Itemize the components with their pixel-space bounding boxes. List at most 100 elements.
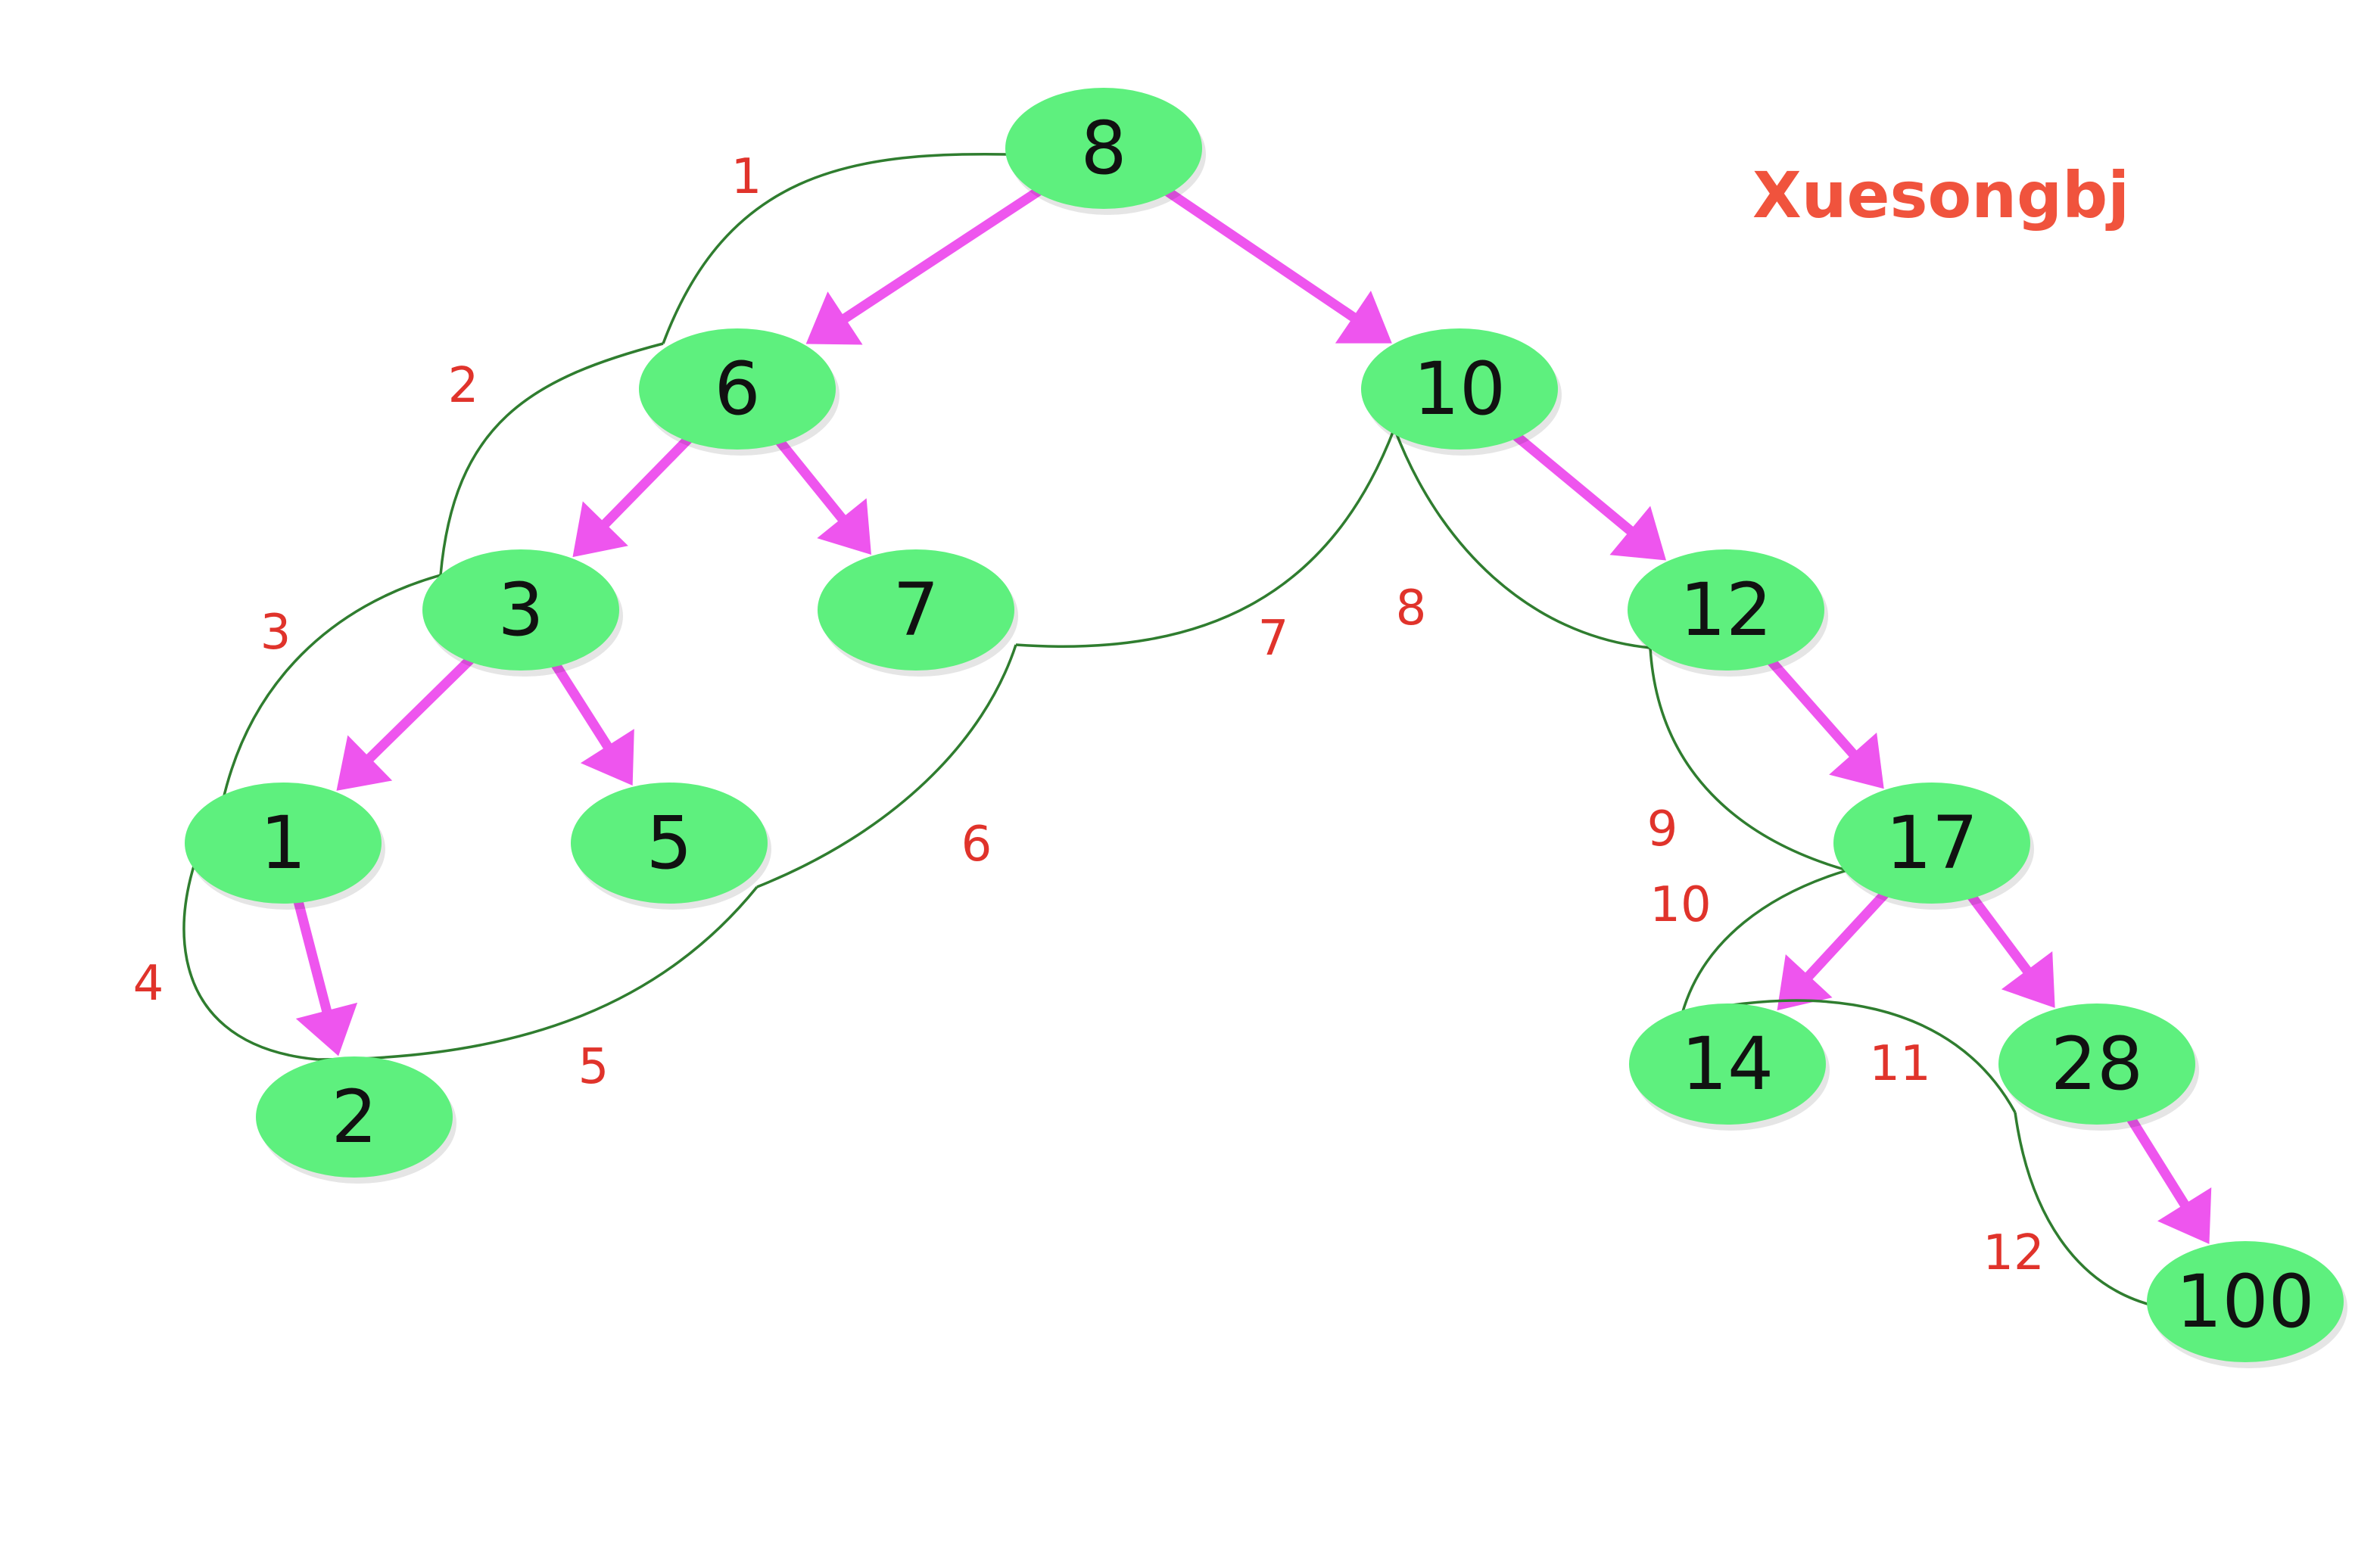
step-label-3: 3 — [260, 605, 291, 661]
tree-node-14: 14 — [1629, 1003, 1830, 1131]
traversal-curve-5 — [317, 885, 759, 1061]
tree-node-100: 100 — [2147, 1241, 2347, 1368]
node-ellipse — [2147, 1241, 2344, 1362]
traversal-curve-3 — [221, 574, 441, 803]
node-ellipse — [1361, 328, 1558, 450]
edge-6-to-3 — [572, 426, 701, 558]
tree-node-17: 17 — [1833, 783, 2034, 910]
edge-1-to-2 — [291, 887, 358, 1056]
edge-8-to-10 — [1153, 180, 1392, 344]
tree-node-2: 2 — [256, 1056, 456, 1184]
edge-12-to-17 — [1759, 649, 1884, 789]
node-value: 6 — [714, 347, 760, 431]
tree-node-3: 3 — [422, 549, 623, 677]
edge-3-to-5 — [545, 651, 634, 786]
arrowhead-icon — [1609, 506, 1666, 561]
watermark-text: Xuesongbj — [1752, 158, 2129, 232]
arrowhead-icon — [817, 498, 871, 555]
step-label-2: 2 — [448, 358, 479, 414]
node-value: 5 — [646, 801, 692, 885]
step-label-10: 10 — [1649, 877, 1711, 933]
tree-node-10: 10 — [1361, 328, 1562, 456]
traversal-curve-12 — [2014, 1112, 2157, 1308]
step-label-1: 1 — [731, 149, 762, 205]
step-label-7: 7 — [1258, 611, 1289, 667]
traversal-curve-6 — [756, 644, 1017, 888]
node-value: 10 — [1413, 347, 1506, 431]
edge-line — [768, 428, 847, 524]
node-value: 8 — [1080, 106, 1126, 191]
step-labels: 1 2 3 4 5 6 7 8 9 10 11 12 — [133, 149, 2045, 1281]
node-value: 100 — [2176, 1259, 2314, 1344]
node-ellipse — [1005, 88, 1202, 209]
edge-10-to-12 — [1503, 424, 1666, 561]
edge-28-to-100 — [2120, 1105, 2212, 1244]
step-label-4: 4 — [133, 956, 164, 1012]
node-value: 1 — [260, 801, 306, 885]
edge-line — [1961, 883, 2033, 975]
edges-layer — [291, 179, 2212, 1244]
node-value: 12 — [1680, 568, 1772, 652]
node-value: 3 — [497, 568, 544, 652]
tree-node-1: 1 — [185, 783, 385, 910]
traversal-curve-10 — [1681, 869, 1848, 1015]
tree-node-28: 28 — [1998, 1003, 2199, 1131]
traversal-curve-7 — [1015, 428, 1396, 648]
node-value: 14 — [1681, 1022, 1774, 1106]
arrowhead-icon — [295, 1002, 358, 1056]
node-ellipse — [1833, 783, 2030, 904]
edge-line — [840, 179, 1054, 323]
edge-line — [1804, 881, 1897, 982]
tree-node-7: 7 — [818, 549, 1018, 677]
arrowhead-icon — [805, 291, 863, 345]
arrowhead-icon — [2001, 951, 2055, 1008]
arrowhead-icon — [572, 501, 628, 558]
edge-line — [1503, 424, 1635, 536]
step-label-11: 11 — [1869, 1036, 1930, 1092]
node-ellipse — [1629, 1003, 1826, 1125]
arrowhead-icon — [580, 729, 634, 786]
arrowhead-icon — [1335, 291, 1392, 344]
edge-line — [291, 887, 332, 1016]
node-ellipse — [571, 783, 768, 904]
arrowhead-icon — [2157, 1187, 2212, 1244]
node-ellipse — [422, 549, 619, 671]
edge-line — [365, 647, 483, 763]
edge-line — [1759, 649, 1858, 759]
step-label-6: 6 — [961, 817, 992, 873]
edge-17-to-28 — [1961, 883, 2055, 1008]
edge-line — [1153, 180, 1358, 322]
traversal-curve-2 — [439, 342, 664, 576]
traversal-curve-1 — [662, 152, 1009, 344]
node-value: 2 — [331, 1075, 377, 1159]
node-ellipse — [185, 783, 382, 904]
edge-8-to-6 — [805, 179, 1054, 345]
tree-node-5: 5 — [571, 783, 771, 910]
step-label-8: 8 — [1396, 580, 1427, 636]
node-value: 17 — [1886, 801, 1978, 885]
node-value: 28 — [2051, 1022, 2143, 1106]
node-ellipse — [639, 328, 836, 450]
node-value: 7 — [892, 568, 939, 652]
edge-6-to-7 — [768, 428, 871, 555]
node-ellipse — [818, 549, 1014, 671]
edge-line — [2120, 1105, 2190, 1209]
tree-node-6: 6 — [639, 328, 840, 456]
edge-line — [600, 426, 701, 529]
node-ellipse — [256, 1056, 453, 1178]
edge-17-to-14 — [1777, 881, 1897, 1011]
arrowhead-icon — [336, 735, 393, 791]
step-label-5: 5 — [578, 1039, 609, 1095]
edge-3-to-1 — [336, 647, 483, 791]
node-ellipse — [1998, 1003, 2195, 1125]
tree-node-8: 8 — [1005, 88, 1206, 215]
edge-line — [545, 651, 612, 751]
traversal-curve-9 — [1649, 647, 1848, 872]
node-ellipse — [1628, 549, 1824, 671]
tree-node-12: 12 — [1628, 549, 1828, 677]
arrowhead-icon — [1777, 954, 1833, 1011]
arrowhead-icon — [1829, 733, 1884, 789]
traversal-curve-8 — [1393, 428, 1651, 649]
step-label-9: 9 — [1647, 801, 1678, 857]
